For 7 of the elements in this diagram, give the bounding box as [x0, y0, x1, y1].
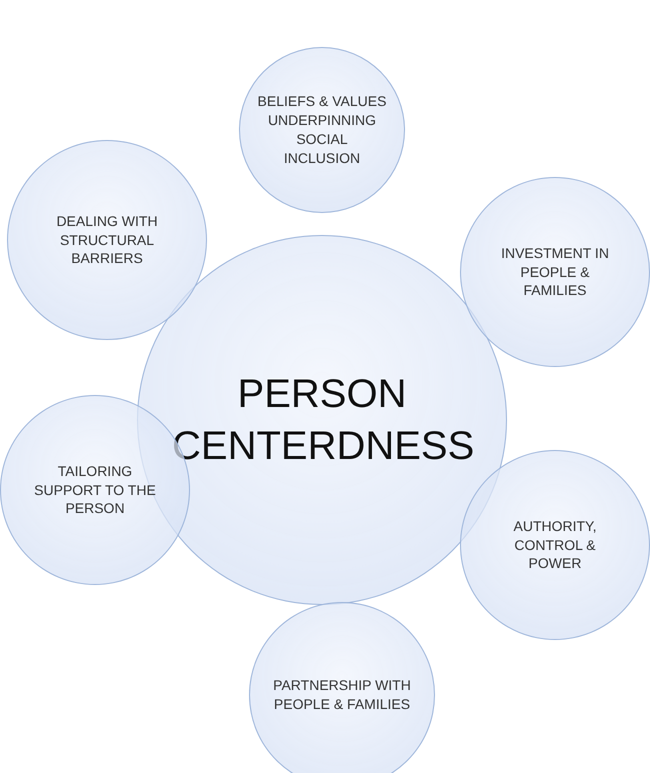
circle-label: AUTHORITY, CONTROL & POWER [512, 516, 598, 574]
central-heading: PERSON CENTERDNESS [172, 371, 472, 470]
circle-label: DEALING WITH STRUCTURAL BARRIERS [55, 212, 159, 268]
circle-label: TAILORING SUPPORT TO THE PERSON [33, 462, 157, 518]
circle-label: INVESTMENT IN PEOPLE & FAMILIES [500, 244, 610, 300]
circle-label: BELIEFS & VALUES UNDERPINNING SOCIAL INCLUSION [257, 92, 387, 168]
circle-label: PARTNERSHIP WITH PEOPLE & FAMILIES [272, 676, 412, 714]
